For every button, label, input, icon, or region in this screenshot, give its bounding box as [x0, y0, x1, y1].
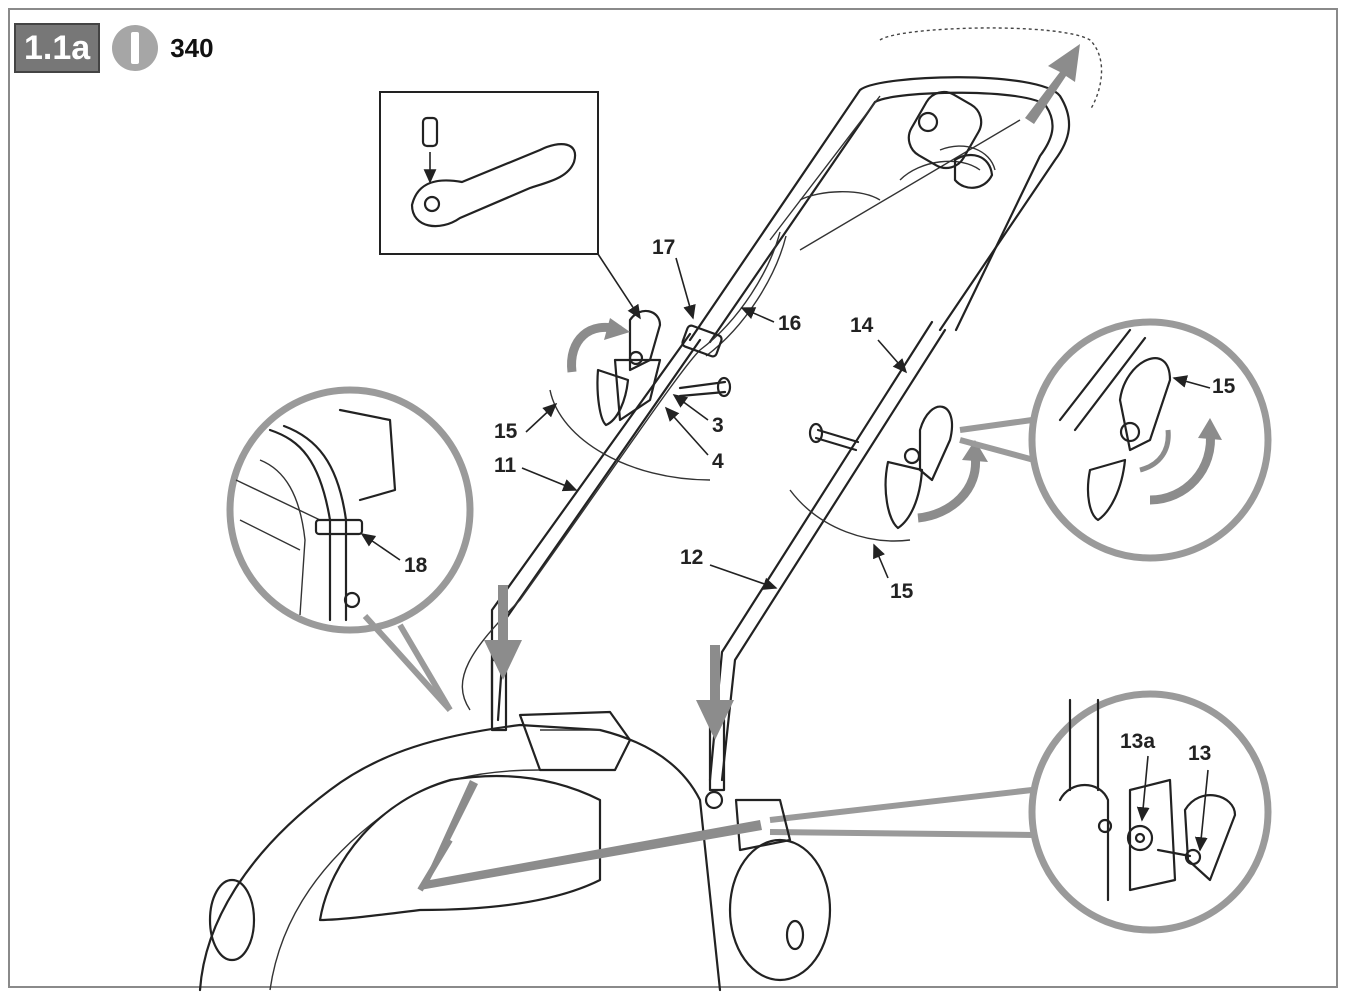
- screw-detail: [769, 690, 1272, 934]
- right-knob-lever: [789, 405, 988, 542]
- leader-lines: [521, 257, 908, 590]
- upper-handle: [688, 27, 1103, 344]
- lever-detail: [959, 318, 1272, 562]
- callout-13a: 13a: [1120, 730, 1155, 753]
- callout-14: 14: [850, 314, 874, 337]
- mower-body: [198, 710, 832, 992]
- callout-15-right: 15: [890, 580, 914, 603]
- callout-15-detail: 15: [1212, 375, 1236, 398]
- callout-18: 18: [404, 554, 428, 577]
- callout-labels: 17 16 14 15 3 4 11 12 15 15 18 13a 13: [404, 236, 1236, 765]
- callout-13: 13: [1188, 742, 1211, 765]
- callout-11: 11: [494, 454, 517, 477]
- callout-3: 3: [712, 414, 724, 437]
- figure-frame: [8, 8, 1338, 988]
- figure-label: 1.1a: [14, 23, 101, 73]
- model-indicator-icon: [112, 25, 159, 71]
- model-number: 340: [170, 32, 214, 63]
- callout-12: 12: [680, 546, 703, 569]
- callout-16: 16: [778, 312, 801, 335]
- cable-clip-detail: [226, 386, 474, 713]
- figure-header: 1.1a 340: [14, 23, 214, 73]
- insertion-arrows: [484, 585, 734, 740]
- callout-4: 4: [712, 450, 724, 473]
- left-knob-lever: [549, 309, 732, 481]
- callout-17: 17: [652, 236, 675, 259]
- knob-inset: [379, 91, 641, 320]
- callout-15-left: 15: [494, 420, 518, 443]
